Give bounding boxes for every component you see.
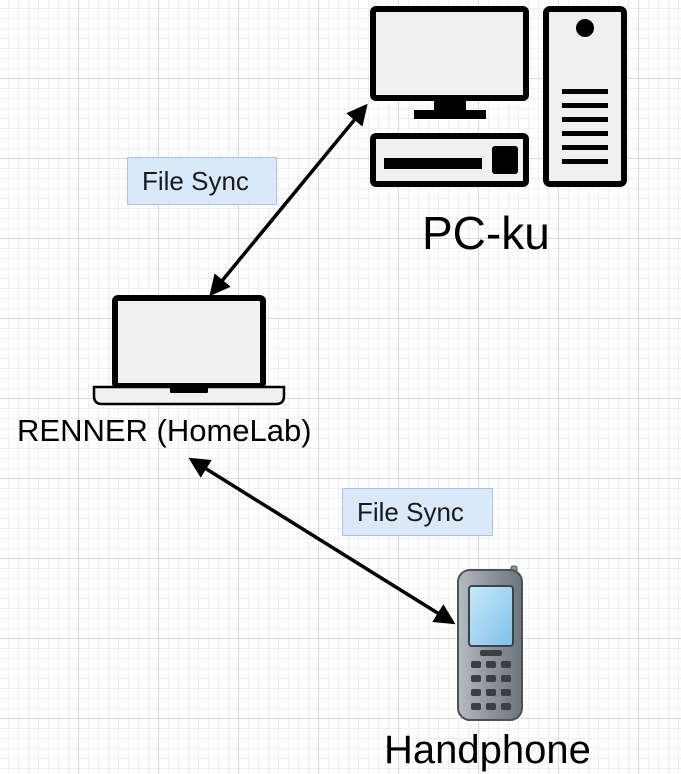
- laptop-icon[interactable]: [92, 295, 286, 406]
- desktop-pc-icon[interactable]: [370, 6, 627, 187]
- laptop-trackpad-notch: [170, 387, 208, 393]
- sync-connector-laptop-pc[interactable]: [209, 103, 368, 297]
- vent-line-2: [562, 103, 608, 108]
- mobile-phone-icon[interactable]: [457, 565, 523, 721]
- phone-label: Handphone: [384, 728, 591, 772]
- power-button: [576, 19, 594, 37]
- monitor-base: [414, 110, 486, 119]
- vent-line-4: [562, 131, 608, 136]
- vent-line-5: [562, 145, 608, 150]
- phone-nav-key: [480, 650, 502, 656]
- sync-connector-laptop-phone[interactable]: [188, 457, 456, 625]
- file-sync-label-pc[interactable]: File Sync: [127, 157, 277, 205]
- drive-bay: [492, 146, 518, 174]
- laptop-label: RENNER (HomeLab): [17, 413, 312, 448]
- vent-line-1: [562, 89, 608, 94]
- vent-line-3: [562, 117, 608, 122]
- drive-slot: [384, 158, 482, 169]
- phone-screen: [468, 585, 514, 647]
- monitor-frame: [370, 6, 529, 101]
- monitor-neck: [434, 98, 466, 112]
- tower-case: [543, 6, 627, 187]
- phone-keypad: [471, 661, 511, 710]
- pc-label: PC-ku: [422, 207, 550, 259]
- laptop-base: [92, 385, 286, 406]
- vent-line-6: [562, 159, 608, 164]
- laptop-screen: [112, 295, 266, 389]
- file-sync-label-phone[interactable]: File Sync: [342, 488, 493, 536]
